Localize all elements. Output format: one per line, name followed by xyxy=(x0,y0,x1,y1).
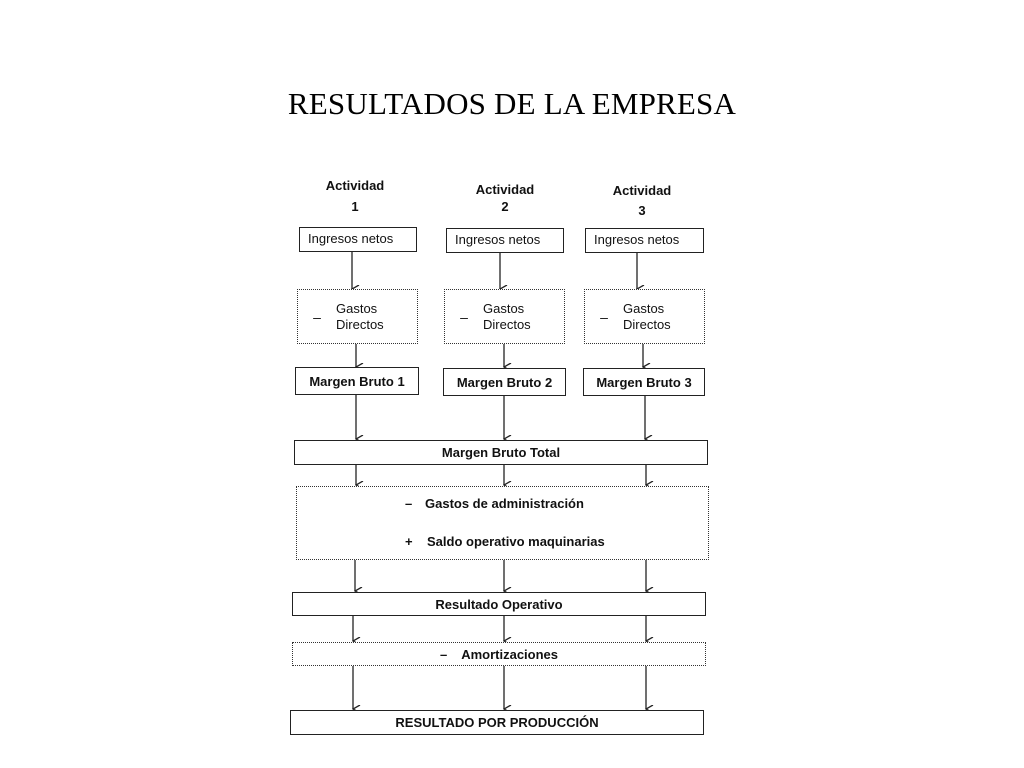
activity-1-header: Actividad 1 xyxy=(308,178,402,214)
activity-label: Actividad xyxy=(612,183,672,198)
amortization-box: –Amortizaciones xyxy=(292,642,706,666)
income-label: Ingresos netos xyxy=(308,231,394,246)
operating-result-box: Resultado Operativo xyxy=(292,592,706,616)
activity-2-header: Actividad 2 xyxy=(458,182,552,214)
admin-expenses-row: –Gastos de administración xyxy=(405,496,584,511)
amortization-label: Amortizaciones xyxy=(461,646,559,662)
machinery-balance-label: Saldo operativo maquinarias xyxy=(427,534,605,549)
expense-label: Directos xyxy=(483,316,531,332)
total-gross-margin-label: Margen Bruto Total xyxy=(441,445,561,460)
production-result-label: RESULTADO POR PRODUCCIÓN xyxy=(395,715,599,730)
expense-label: Directos xyxy=(623,316,671,332)
activity-number: 2 xyxy=(501,199,509,214)
gross-margin-box-2: Margen Bruto 2 xyxy=(443,368,566,396)
minus-sign: – xyxy=(439,646,448,662)
gross-margin-label: Margen Bruto 3 xyxy=(596,374,692,390)
activity-3-header: Actividad 3 xyxy=(595,183,689,218)
admin-expenses-label: Gastos de administración xyxy=(425,496,584,511)
production-result-box: RESULTADO POR PRODUCCIÓN xyxy=(290,710,704,735)
expense-label: Gastos xyxy=(483,300,525,316)
total-gross-margin-box: Margen Bruto Total xyxy=(294,440,708,465)
gross-margin-label: Margen Bruto 2 xyxy=(456,374,553,390)
minus-sign: – xyxy=(600,308,608,325)
income-label: Ingresos netos xyxy=(594,232,680,247)
income-label: Ingresos netos xyxy=(455,232,541,247)
activity-number: 3 xyxy=(638,203,646,218)
page-title: RESULTADOS DE LA EMPRESA xyxy=(287,86,737,121)
activity-number: 1 xyxy=(351,199,359,214)
expense-label: Gastos xyxy=(623,300,665,316)
machinery-balance-row: + Saldo operativo maquinarias xyxy=(405,534,605,549)
gross-margin-box-1: Margen Bruto 1 xyxy=(295,367,419,395)
expense-label: Directos xyxy=(336,316,384,332)
activity-label: Actividad xyxy=(325,178,385,193)
income-box-2: Ingresos netos xyxy=(446,228,564,253)
minus-sign: – xyxy=(405,496,413,511)
income-box-3: Ingresos netos xyxy=(585,228,704,253)
plus-sign: + xyxy=(405,534,413,549)
minus-sign: – xyxy=(460,308,468,325)
adjustments-box: –Gastos de administración + Saldo operati… xyxy=(296,486,709,560)
expense-label: Gastos xyxy=(336,300,378,316)
minus-sign: – xyxy=(313,308,321,325)
gross-margin-box-3: Margen Bruto 3 xyxy=(583,368,705,396)
operating-result-label: Resultado Operativo xyxy=(435,596,563,612)
gross-margin-label: Margen Bruto 1 xyxy=(309,373,405,389)
income-box-1: Ingresos netos xyxy=(299,227,417,252)
activity-label: Actividad xyxy=(475,182,535,197)
